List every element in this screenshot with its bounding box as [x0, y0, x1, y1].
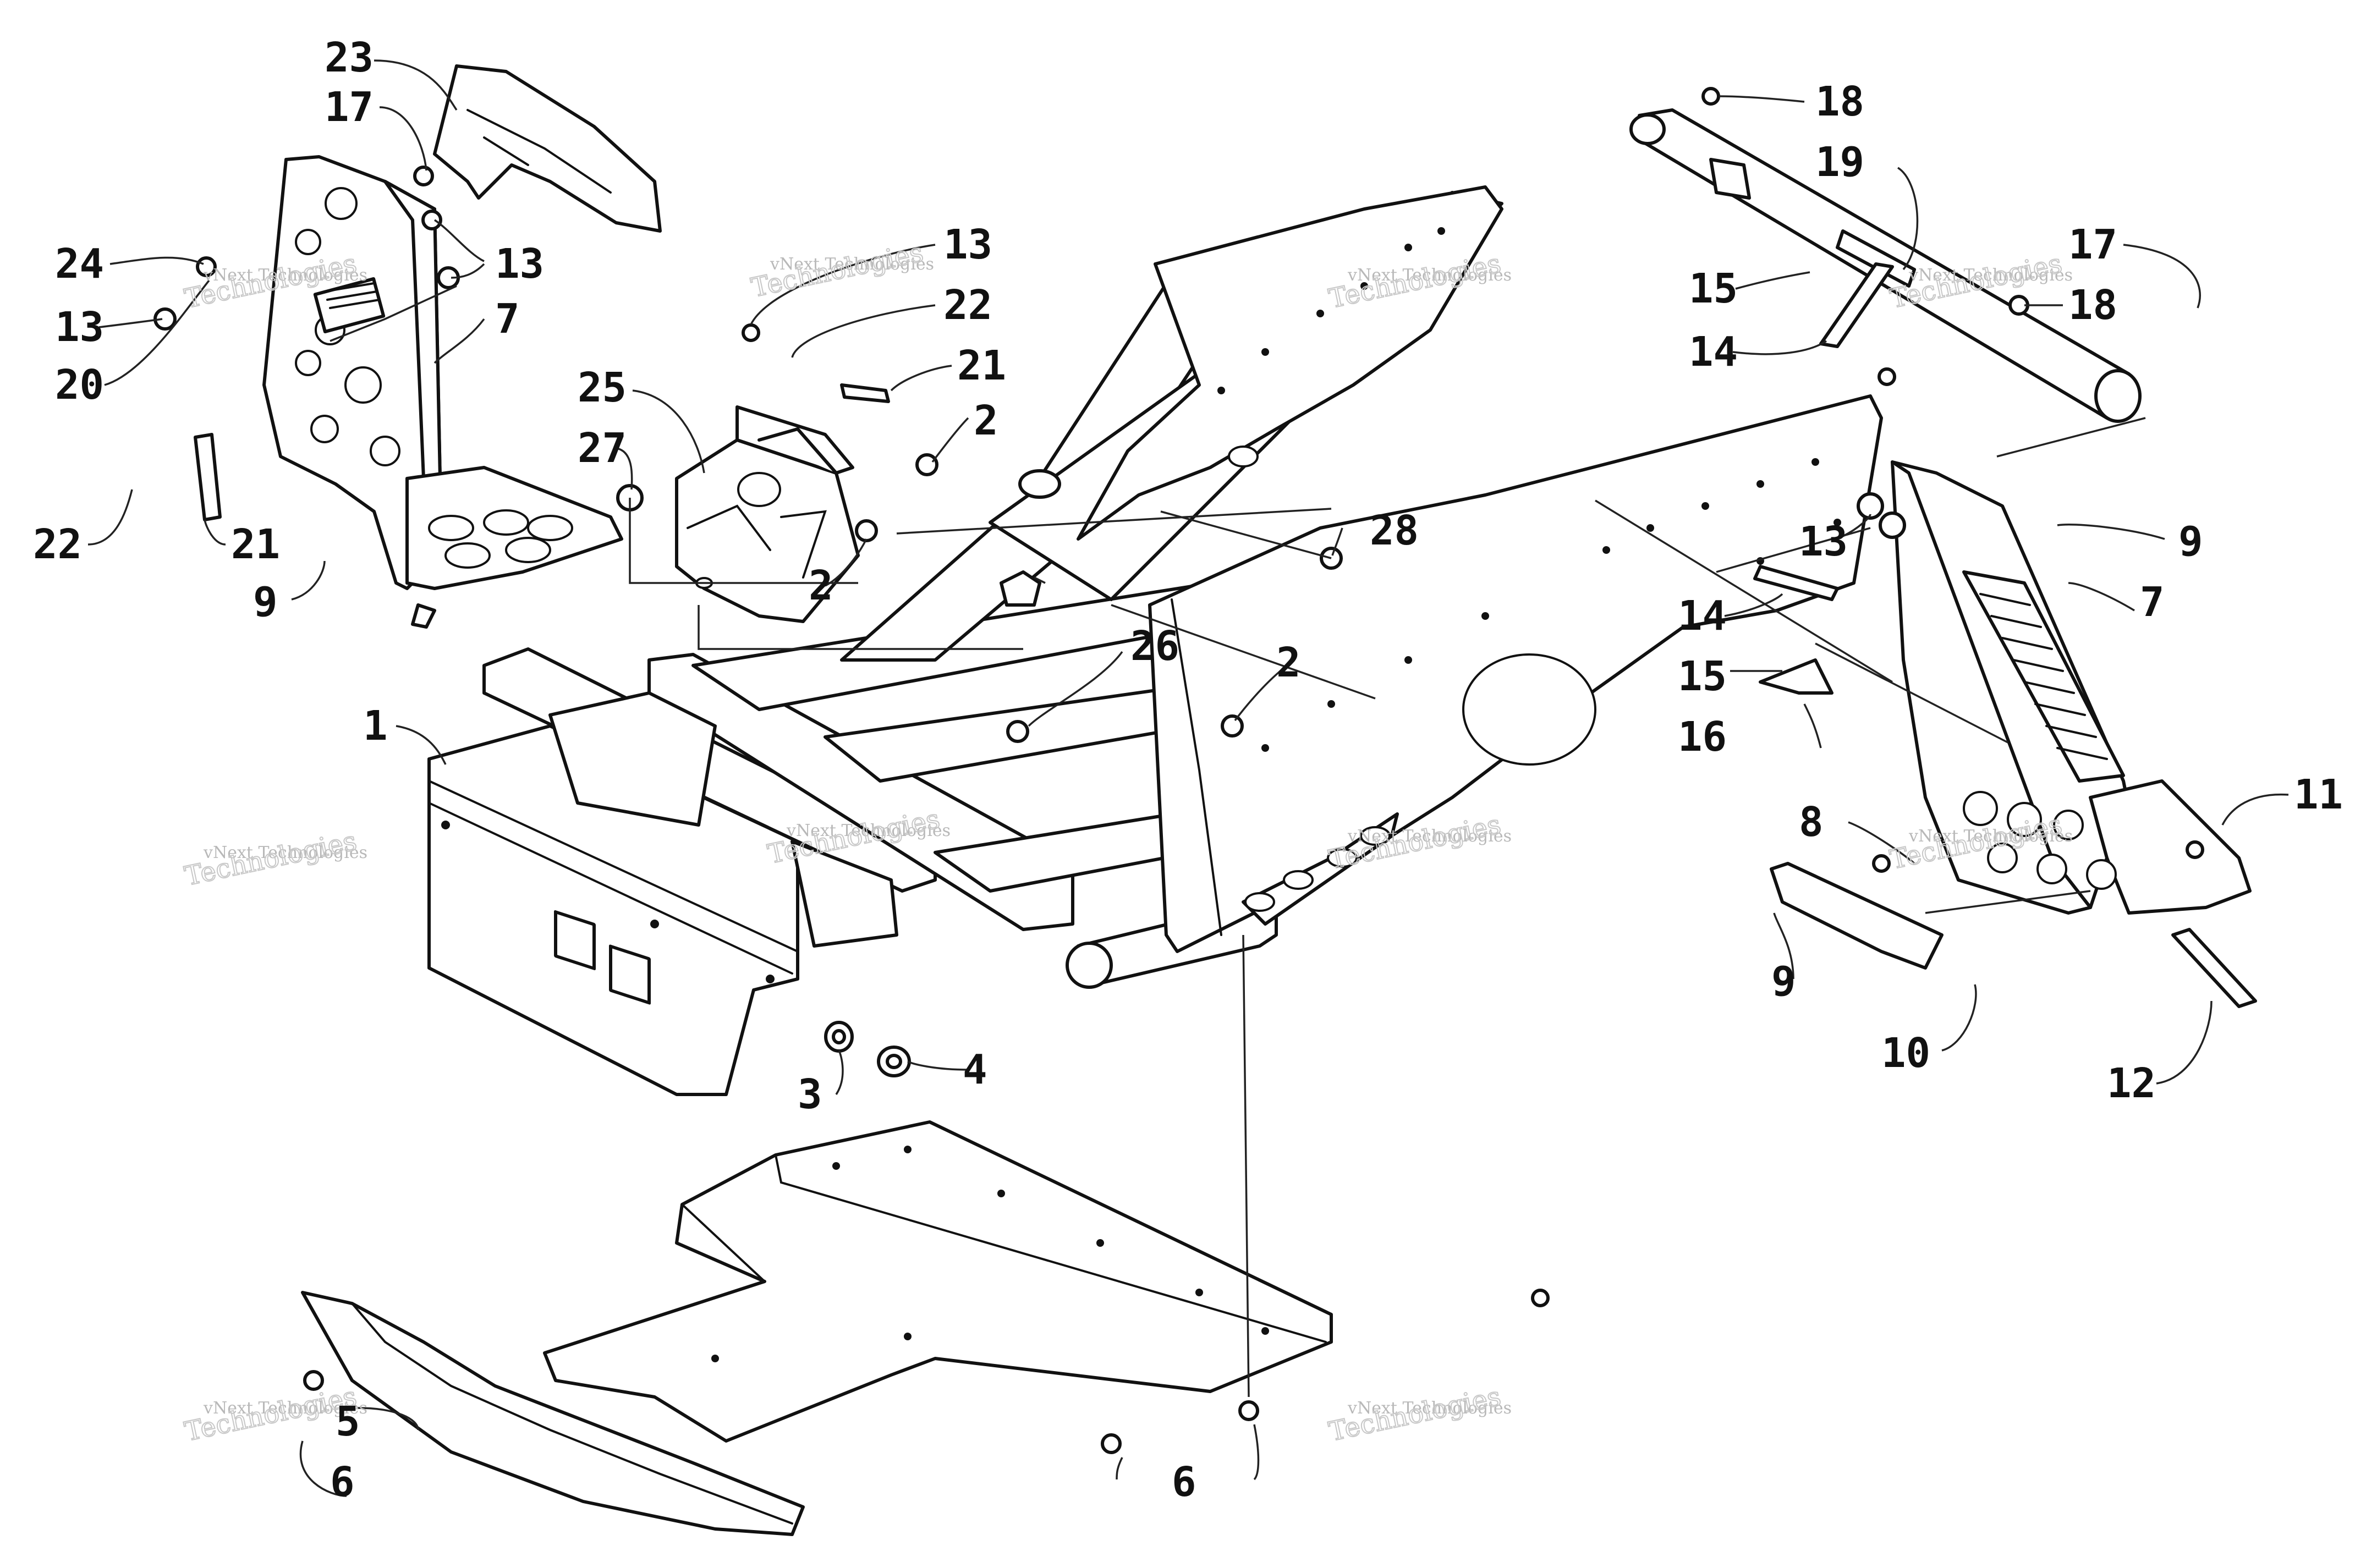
watermark: vNext Technologies Technologies — [1326, 1380, 1512, 1448]
svg-text:Technologies: Technologies — [182, 1381, 359, 1448]
callout-label: 22 — [33, 521, 82, 568]
right-tunnel-plate — [1077, 185, 1883, 953]
callout-label: 2 — [974, 397, 998, 444]
callout-label: 25 — [578, 364, 627, 411]
callout-label: 13 — [943, 221, 992, 268]
part-14-middle-strap — [1753, 565, 1839, 601]
callout-label: 19 — [1815, 139, 1864, 186]
svg-text:vNext Technologies: vNext Technologies — [203, 1399, 367, 1418]
callout-label: 22 — [943, 282, 992, 329]
watermark: vNext Technologies Technologies — [182, 825, 367, 893]
part-7-left-side-panel — [262, 155, 442, 590]
assembly-reference-lines — [330, 285, 2146, 1398]
part-25-bracket — [675, 405, 860, 623]
callout-label: 15 — [1678, 653, 1727, 700]
callout-label: 2 — [1276, 639, 1301, 686]
part-12-strap — [2171, 928, 2257, 1008]
svg-text:Technologies: Technologies — [182, 826, 359, 892]
part-14-upper-strap — [1819, 262, 1894, 348]
callout-leaders — [87, 59, 2289, 1497]
callout-label: 9 — [1771, 958, 1796, 1005]
callout-label: 11 — [2294, 771, 2343, 818]
callout-label: 20 — [55, 361, 104, 409]
part-16-bracket — [1759, 658, 1833, 695]
callout-label: 13 — [495, 240, 544, 288]
part-3-washer — [824, 1021, 854, 1053]
svg-text:vNext Technologies: vNext Technologies — [1908, 827, 2073, 846]
svg-text:vNext Technologies: vNext Technologies — [1347, 827, 1512, 846]
svg-text:vNext Technologies: vNext Technologies — [770, 255, 934, 274]
part-5-front-skid — [301, 1291, 805, 1536]
callout-labels: 23 17 24 13 13 20 7 22 21 9 13 22 21 25 … — [33, 34, 2343, 1506]
callout-label: 24 — [55, 240, 104, 288]
callout-label: 7 — [495, 295, 520, 343]
svg-text:Technologies: Technologies — [749, 237, 926, 304]
svg-text:vNext Technologies: vNext Technologies — [203, 266, 367, 285]
callout-label: 5 — [336, 1398, 360, 1445]
callout-label: 9 — [2178, 518, 2203, 565]
callout-label: 9 — [253, 579, 278, 626]
callout-label: 16 — [1678, 713, 1727, 761]
callout-label: 27 — [578, 425, 627, 472]
callout-label: 14 — [1689, 328, 1738, 376]
callout-label: 13 — [1799, 518, 1848, 565]
callout-label: 8 — [1799, 799, 1824, 846]
callout-label: 18 — [2068, 282, 2117, 329]
callout-label: 2 — [809, 562, 833, 609]
callout-label: 21 — [957, 342, 1006, 389]
callout-label: 28 — [1370, 507, 1419, 554]
svg-text:Technologies: Technologies — [1326, 1381, 1503, 1448]
part-21-center-strap — [840, 383, 890, 403]
callout-label: 3 — [798, 1071, 822, 1118]
callout-label: 18 — [1815, 78, 1864, 125]
left-footrest — [405, 466, 623, 629]
bottom-skid-plate — [543, 1120, 1333, 1443]
callout-label: 12 — [2107, 1060, 2156, 1107]
callout-label: 21 — [231, 521, 280, 568]
callout-label: 13 — [55, 304, 104, 351]
part-4-washer — [877, 1046, 911, 1077]
callout-label: 17 — [2068, 221, 2117, 268]
part-21-left-strap — [194, 433, 222, 521]
part-7-right-side-panel — [1891, 460, 2252, 915]
watermark: vNext Technologies Technologies — [748, 236, 934, 304]
callout-label: 7 — [2140, 579, 2165, 626]
callout-label: 17 — [325, 84, 374, 131]
callout-label: 4 — [963, 1046, 987, 1093]
callout-label: 15 — [1689, 265, 1738, 312]
svg-text:vNext Technologies: vNext Technologies — [1347, 1399, 1512, 1418]
callout-label: 1 — [363, 702, 388, 750]
svg-text:vNext Technologies: vNext Technologies — [1347, 266, 1512, 285]
part-10-bracket — [1770, 862, 1944, 970]
svg-text:vNext Technologies: vNext Technologies — [203, 843, 367, 862]
svg-text:vNext Technologies: vNext Technologies — [1908, 266, 2073, 285]
callout-label: 14 — [1678, 592, 1727, 640]
callout-label: 23 — [325, 34, 374, 81]
part-23-shroud — [433, 64, 662, 233]
callout-label: 6 — [1172, 1459, 1196, 1506]
callout-label: 10 — [1881, 1030, 1930, 1077]
callout-label: 26 — [1130, 623, 1179, 670]
part-19-steering-post — [1629, 108, 2142, 423]
callout-label: 6 — [330, 1459, 355, 1506]
svg-text:vNext Technologies: vNext Technologies — [786, 821, 951, 840]
